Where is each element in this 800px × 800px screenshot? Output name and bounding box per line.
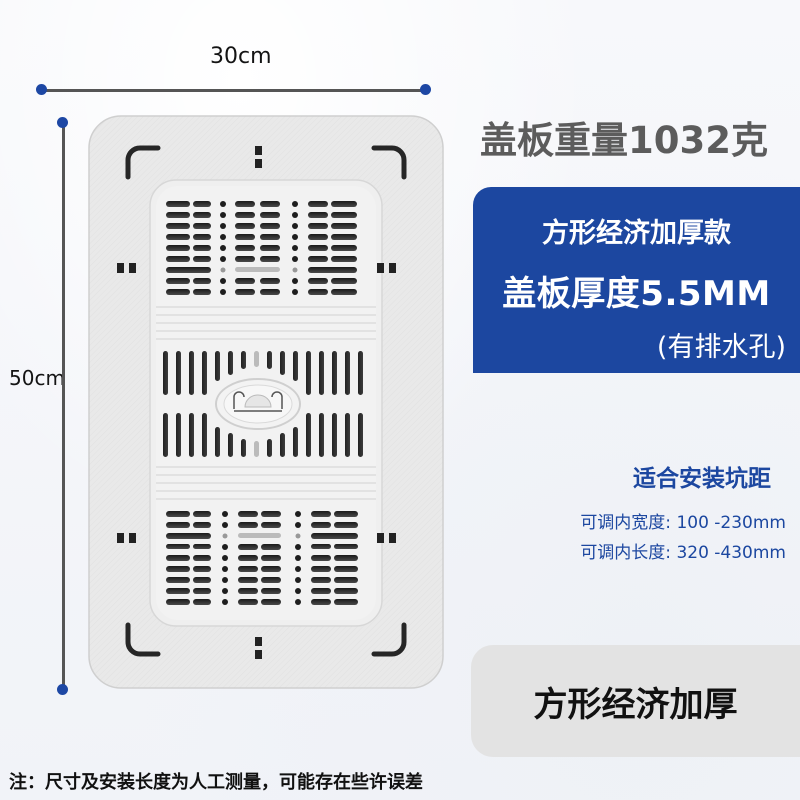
- height-dimension-label: 50cm: [9, 366, 65, 390]
- width-dimension-label: 30cm: [210, 44, 272, 69]
- model-name: 方形经济加厚款: [542, 218, 731, 249]
- spec-panel: 方形经济加厚款 盖板厚度5.5MM (有排水孔): [473, 187, 800, 373]
- fit-length-range: 可调内长度: 320 -430mm: [580, 543, 786, 563]
- width-dimension-end-dot: [420, 84, 431, 95]
- height-dimension-start-dot: [57, 117, 68, 128]
- variant-button[interactable]: 方形经济加厚: [471, 645, 800, 757]
- drain-hole-note: (有排水孔): [656, 332, 786, 363]
- width-dimension-start-dot: [36, 84, 47, 95]
- height-dimension-end-dot: [57, 684, 68, 695]
- fit-width-range: 可调内宽度: 100 -230mm: [580, 513, 786, 533]
- width-dimension-line: [46, 89, 426, 92]
- product-image: [88, 115, 446, 690]
- thickness-spec: 盖板厚度5.5MM: [502, 274, 771, 314]
- fit-spec-title: 适合安装坑距: [633, 466, 771, 492]
- measurement-disclaimer: 注：尺寸及安装长度为人工测量，可能存在些许误差: [9, 772, 423, 793]
- plate-weight-title: 盖板重量1032克: [480, 119, 768, 162]
- height-dimension-line: [62, 124, 65, 690]
